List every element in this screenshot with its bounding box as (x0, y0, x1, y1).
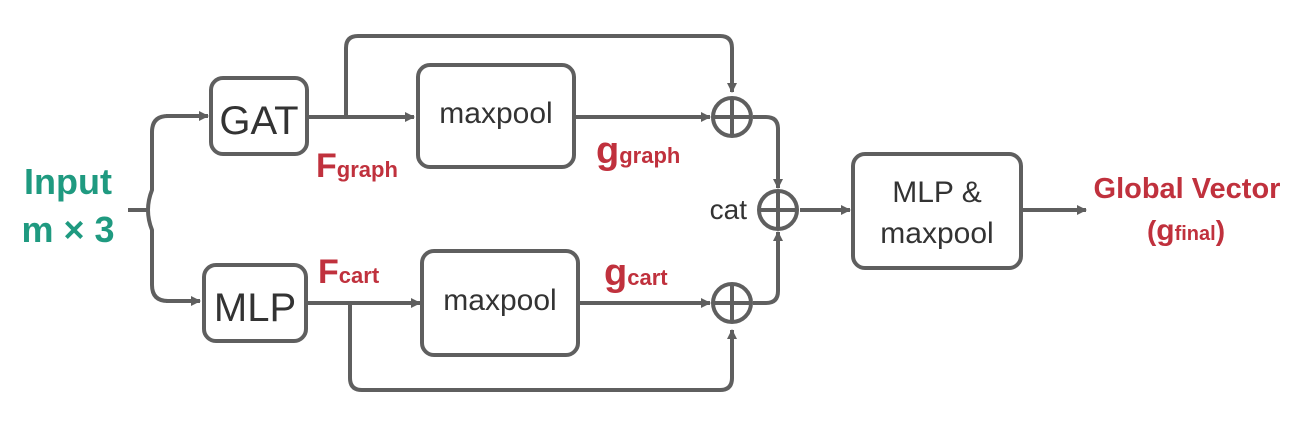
arrow-mlp-skip (348, 303, 737, 392)
g-graph-main: g (596, 130, 619, 172)
maxpool-bottom-box (420, 249, 580, 357)
g-cart-label: gcart (604, 252, 668, 294)
mlp-maxpool-box (851, 152, 1023, 270)
mlp-label: MLP (214, 286, 296, 330)
g-final-sub: final (1175, 223, 1216, 245)
input-brace-lower (146, 209, 169, 303)
arrow-gat-skip (344, 34, 737, 117)
g-final-open: ( (1147, 215, 1157, 246)
maxpool-top-label: maxpool (439, 97, 552, 130)
f-graph-main: F (316, 147, 337, 185)
g-cart-sub: cart (627, 265, 668, 290)
g-graph-label: ggraph (596, 130, 680, 172)
f-graph-sub: graph (337, 157, 398, 182)
mlp-maxpool-label-line2: maxpool (880, 217, 993, 250)
gat-box (209, 76, 309, 156)
g-graph-sub: graph (619, 143, 680, 168)
mlp-maxpool-label-line1: MLP & (892, 176, 982, 209)
oplus-cat-icon (757, 189, 799, 231)
oplus-top-icon (711, 96, 753, 138)
arrow-oplus-bottom-to-cat (753, 231, 783, 305)
g-final-label: (gfinal) (1147, 214, 1225, 247)
gat-label: GAT (219, 99, 298, 143)
f-cart-main: F (318, 253, 339, 291)
maxpool-bottom-label: maxpool (443, 284, 556, 317)
global-vector-label: Global Vector (1094, 173, 1281, 205)
f-cart-label: Fcart (318, 253, 380, 291)
cat-label: cat (710, 194, 748, 225)
oplus-bottom-icon (711, 282, 753, 324)
maxpool-top-box (416, 63, 576, 169)
g-final-main: g (1156, 214, 1174, 247)
f-graph-label: Fgraph (316, 147, 398, 185)
input-label: Input (24, 161, 112, 202)
f-cart-sub: cart (339, 263, 380, 288)
arrow-oplus-top-to-cat (753, 115, 783, 189)
g-final-close: ) (1216, 215, 1225, 246)
g-cart-main: g (604, 252, 627, 294)
mlp-box (202, 263, 308, 343)
input-shape-label: m × 3 (21, 209, 114, 250)
input-brace (146, 114, 169, 211)
